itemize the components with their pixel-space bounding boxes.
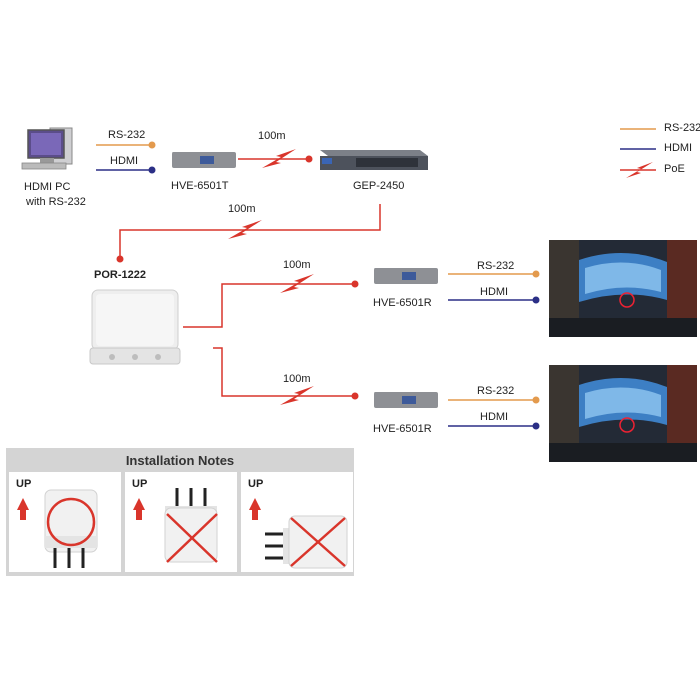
up-arrow-icon	[249, 498, 261, 520]
transmitter-icon	[172, 152, 236, 168]
ap-rx-bottom-length-label: 100m	[283, 373, 311, 385]
note-correct-illustration	[17, 489, 98, 568]
note-panel-upside-down: UP	[125, 472, 237, 572]
note-upside-down-illustration	[133, 488, 218, 563]
legend-rs232-label: RS-232	[664, 122, 700, 134]
ap-label: POR-1222	[94, 269, 146, 281]
up-label: UP	[16, 478, 32, 490]
receiver-top-icon	[374, 268, 438, 284]
ap-rx-bottom-line	[213, 347, 354, 397]
pc-hdmi-label: HDMI	[110, 155, 139, 167]
tx-switch-bolt	[262, 149, 296, 168]
pc-name-label: HDMI PC	[24, 181, 71, 193]
note-panel-sideways: UP	[241, 472, 353, 572]
up-label: UP	[248, 478, 264, 490]
pc-hdmi-dot	[148, 166, 156, 174]
ap-rx-top-length-label: 100m	[283, 259, 311, 271]
pc-rs232-label: RS-232	[108, 129, 146, 141]
correct-circle-icon	[46, 497, 96, 547]
receiver-bottom-icon	[374, 392, 438, 408]
switch-ap-line	[119, 204, 381, 258]
ap-rx-top-line	[183, 283, 354, 328]
legend-poe-bolt	[626, 162, 653, 178]
rx-top-hdmi-label: HDMI	[480, 286, 509, 298]
pc-sub-label: with RS-232	[26, 196, 86, 208]
switch-ap-dot	[116, 255, 124, 263]
receiver-top-label: HVE-6501R	[373, 297, 432, 309]
pc-icon	[21, 127, 73, 170]
pc-rs232-dot	[148, 141, 156, 149]
tx-switch-length-label: 100m	[258, 130, 286, 142]
legend-poe-label: PoE	[664, 163, 685, 175]
switch-label: GEP-2450	[353, 180, 405, 192]
rx-top-rs232-label: RS-232	[477, 260, 515, 272]
switch-ap-bolt	[228, 220, 262, 239]
rx-top-hdmi-dot	[532, 296, 540, 304]
display-screen-bottom	[549, 365, 697, 462]
ap-rx-top-dot	[351, 280, 359, 288]
up-label: UP	[132, 478, 148, 490]
ap-enclosure-icon	[89, 289, 181, 365]
up-arrow-icon	[133, 498, 145, 520]
legend-hdmi-label: HDMI	[664, 142, 693, 154]
ap-rx-top-bolt	[280, 274, 314, 293]
rx-bottom-rs232-label: RS-232	[477, 385, 515, 397]
ap-rx-bottom-dot	[351, 392, 359, 400]
rx-top-rs232-dot	[532, 270, 540, 278]
note-sideways-illustration	[249, 498, 348, 569]
tx-switch-dot	[305, 155, 313, 163]
switch-icon	[320, 150, 428, 170]
up-arrow-icon	[17, 498, 29, 520]
receiver-bottom-label: HVE-6501R	[373, 423, 432, 435]
note-panel-correct: UP	[9, 472, 121, 572]
rx-bottom-hdmi-dot	[532, 422, 540, 430]
rx-bottom-hdmi-label: HDMI	[480, 411, 509, 423]
notes-title: Installation Notes	[125, 453, 235, 468]
installation-notes: Installation Notes UP UP UP	[6, 448, 354, 576]
ap-rx-bottom-bolt	[280, 386, 314, 405]
display-screen-top	[549, 240, 697, 337]
transmitter-label: HVE-6501T	[171, 180, 229, 192]
rx-bottom-rs232-dot	[532, 396, 540, 404]
switch-ap-length-label: 100m	[228, 203, 256, 215]
